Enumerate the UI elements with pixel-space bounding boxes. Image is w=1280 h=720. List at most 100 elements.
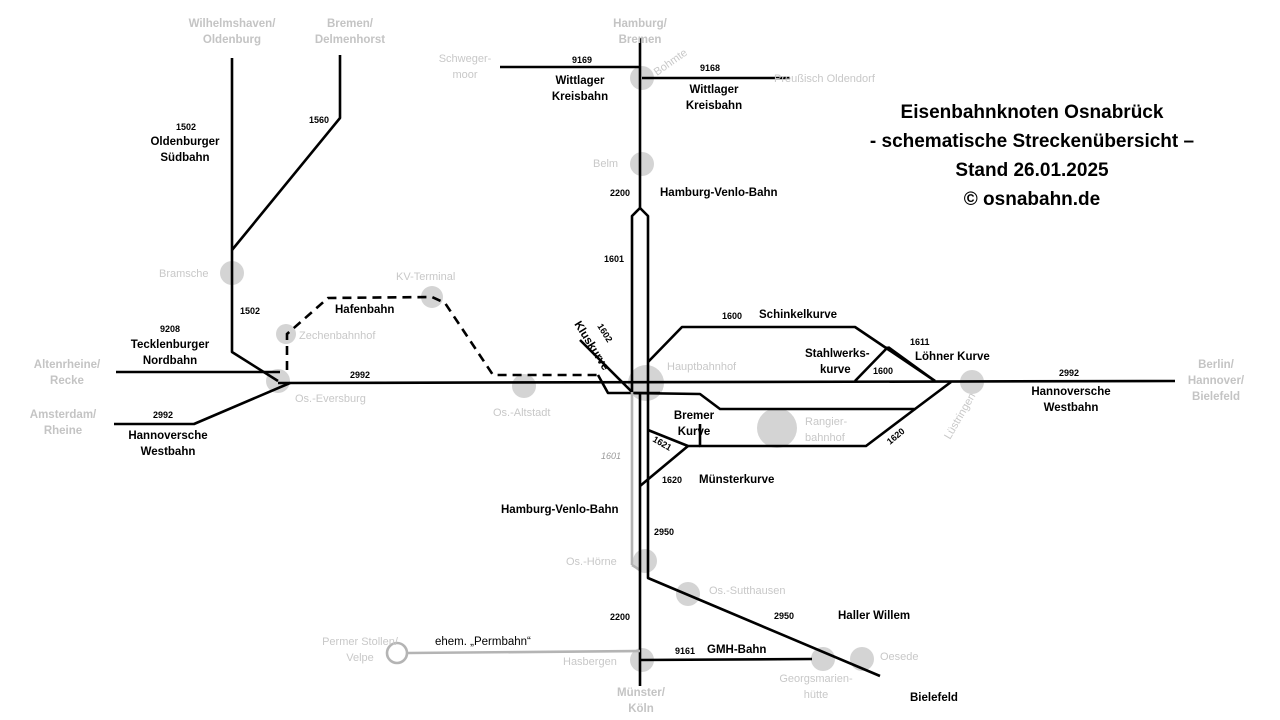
- track-permbahn[interactable]: [407, 649, 641, 655]
- track-rangierbahnhof-south[interactable]: [698, 407, 916, 448]
- route-number-1601: 1601: [604, 254, 624, 264]
- dest-bremen-delmenhorst-2: Delmenhorst: [315, 34, 385, 46]
- track-schinkelkurve[interactable]: [647, 325, 936, 383]
- track-haller-willem[interactable]: [646, 392, 881, 678]
- route-number-1602: 1602: [595, 322, 614, 344]
- route-number-2200-bottom: 2200: [610, 612, 630, 622]
- line-name-hvb-north: Hamburg-Venlo-Bahn: [660, 187, 778, 199]
- station-label-bohmte: Bohmte: [652, 47, 690, 79]
- dest-muenster-koeln-2: Köln: [628, 703, 654, 715]
- line-name-muensterkurve: Münsterkurve: [699, 474, 774, 486]
- station-marker-georgsmarienhuette[interactable]: [811, 647, 835, 671]
- line-name-hafenbahn: Hafenbahn: [335, 304, 394, 316]
- station-label-preussisch-oldendorf: Preußisch Oldendorf: [774, 73, 876, 85]
- station-label-sutthausen: Os.-Sutthausen: [709, 585, 785, 597]
- route-number-1600-mid: 1600: [873, 366, 893, 376]
- line-name-hannoversche-east-2: Westbahn: [1044, 402, 1099, 414]
- station-marker-kv-terminal[interactable]: [421, 286, 443, 308]
- route-number-2992-mid: 2992: [350, 370, 370, 380]
- track-hannoversche-west-branch[interactable]: [114, 381, 291, 426]
- title-block: Eisenbahnknoten Osnabrück - schematische…: [870, 102, 1194, 210]
- track-gmh-bahn[interactable]: [639, 657, 813, 662]
- route-number-9161: 9161: [675, 646, 695, 656]
- dest-wilhelmshaven-2: Oldenburg: [203, 34, 261, 46]
- line-name-haller-willem: Haller Willem: [838, 610, 910, 622]
- dest-berlin-3: Bielefeld: [1192, 391, 1240, 403]
- route-number-1502-top: 1502: [176, 122, 196, 132]
- line-name-hannoversche-west-1: Hannoversche: [128, 430, 207, 442]
- track-rangierbahnhof-north[interactable]: [633, 380, 952, 411]
- dest-bremen-delmenhorst-1: Bremen/: [327, 18, 374, 30]
- route-number-1601-grey: 1601: [601, 451, 621, 461]
- station-label-zechenbahnhof: Zechenbahnhof: [299, 330, 376, 342]
- dest-hamburg-bremen-2: Bremen: [619, 34, 662, 46]
- tracks: [114, 38, 1176, 686]
- station-marker-rangierbahnhof[interactable]: [757, 408, 797, 448]
- track-hafenbahn[interactable]: [285, 295, 600, 377]
- title-line-3: Stand 26.01.2025: [955, 160, 1109, 181]
- dest-hamburg-bremen-1: Hamburg/: [613, 18, 667, 30]
- track-loehner-kurve[interactable]: [887, 345, 936, 383]
- destination-labels: Wilhelmshaven/ Oldenburg Bremen/ Delmenh…: [30, 18, 1245, 715]
- line-name-hannoversche-east-1: Hannoversche: [1031, 386, 1110, 398]
- dest-amsterdam-1: Amsterdam/: [30, 409, 97, 421]
- station-label-permer-stollen-1: Permer Stollen/: [322, 636, 399, 648]
- station-label-schweger-moor-2: moor: [452, 69, 477, 81]
- station-label-kv-terminal: KV-Terminal: [396, 271, 455, 283]
- route-number-1620-south: 1620: [662, 475, 682, 485]
- dest-berlin-1: Berlin/: [1198, 359, 1235, 371]
- track-oldenburger-suedbahn[interactable]: [230, 58, 279, 383]
- line-name-hvb-south: Hamburg-Venlo-Bahn: [501, 504, 619, 516]
- track-stahlwerkskurve[interactable]: [854, 346, 889, 382]
- dest-amsterdam-2: Rheine: [44, 425, 82, 437]
- track-hvb-double-left[interactable]: [630, 207, 641, 392]
- line-name-hannoversche-west-2: Westbahn: [141, 446, 196, 458]
- station-label-altstadt: Os.-Altstadt: [493, 407, 550, 419]
- line-name-stahlwerkskurve-1: Stahlwerks-: [805, 348, 870, 360]
- line-name-permbahn: ehem. „Permbahn“: [435, 636, 531, 648]
- title-line-4: © osnabahn.de: [964, 189, 1100, 210]
- line-name-tecklenburger-1: Tecklenburger: [131, 339, 210, 351]
- line-name-wittlager-east-1: Wittlager: [689, 84, 739, 96]
- station-marker-permer-stollen[interactable]: [385, 641, 409, 665]
- dest-altenrheine-2: Recke: [50, 375, 84, 387]
- line-name-wittlager-west-2: Kreisbahn: [552, 91, 608, 103]
- route-number-9168: 9168: [700, 63, 720, 73]
- station-label-georgsmarienhuette-2: hütte: [804, 689, 828, 701]
- station-label-hauptbahnhof: Hauptbahnhof: [667, 361, 737, 373]
- route-number-1621: 1621: [651, 434, 673, 453]
- route-number-9208: 9208: [160, 324, 180, 334]
- route-number-2992-east: 2992: [1059, 368, 1079, 378]
- dest-altenrheine-1: Altenrheine/: [34, 359, 101, 371]
- station-label-rangierbahnhof-1: Rangier-: [805, 416, 848, 428]
- line-name-bremer-kurve-1: Bremer: [674, 410, 715, 422]
- track-hannoversche-westbahn[interactable]: [277, 379, 1176, 385]
- station-label-hoerne: Os.-Hörne: [566, 556, 617, 568]
- route-number-1560: 1560: [309, 115, 329, 125]
- dest-muenster-koeln-1: Münster/: [617, 687, 666, 699]
- station-marker-altstadt[interactable]: [512, 374, 536, 398]
- station-label-rangierbahnhof-2: bahnhof: [805, 432, 846, 444]
- line-name-tecklenburger-2: Nordbahn: [143, 355, 197, 367]
- route-number-2200-top: 2200: [610, 188, 630, 198]
- line-name-gmh-bahn: GMH-Bahn: [707, 644, 766, 656]
- line-name-loehner: Löhner Kurve: [915, 351, 990, 363]
- route-number-2950-a: 2950: [654, 527, 674, 537]
- line-name-oldenburger-2: Südbahn: [160, 152, 209, 164]
- station-label-bramsche: Bramsche: [159, 268, 209, 280]
- dest-wilhelmshaven-1: Wilhelmshaven/: [189, 18, 277, 30]
- route-number-1502-mid: 1502: [240, 306, 260, 316]
- station-marker-belm[interactable]: [630, 152, 654, 176]
- line-name-wittlager-west-1: Wittlager: [555, 75, 605, 87]
- dest-berlin-2: Hannover/: [1188, 375, 1245, 387]
- station-label-oesede: Oesede: [880, 651, 919, 663]
- track-bremen-delmenhorst[interactable]: [230, 55, 342, 251]
- station-label-eversburg: Os.-Eversburg: [295, 393, 366, 405]
- station-label-luestringen: Lüstringen: [942, 391, 978, 441]
- station-label-hasbergen: Hasbergen: [563, 656, 617, 668]
- track-1601-grey-link[interactable]: [631, 563, 641, 572]
- track-hvb-double-right[interactable]: [639, 207, 650, 392]
- route-number-2950-b: 2950: [774, 611, 794, 621]
- route-number-9169: 9169: [572, 55, 592, 65]
